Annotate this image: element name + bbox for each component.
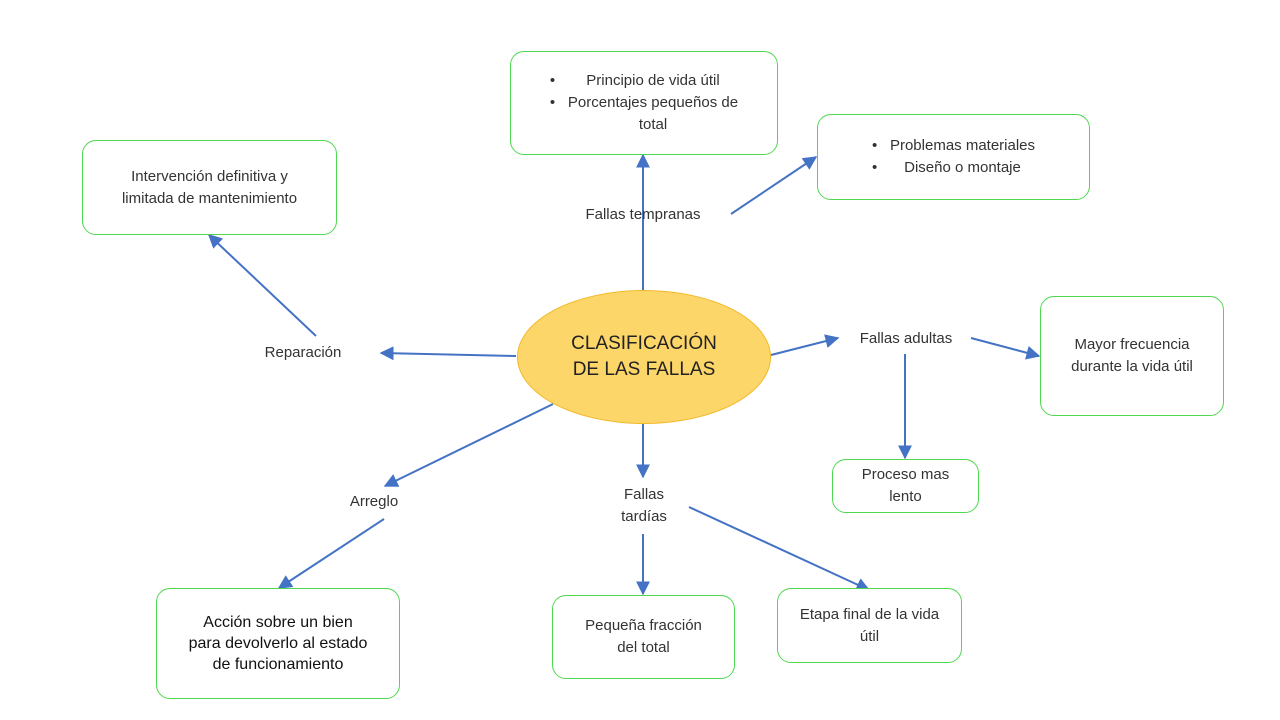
label-fallas-tempranas: Fallas tempranas <box>585 206 701 223</box>
label-fallas-tardias-line-2: tardías <box>621 508 667 525</box>
arrow-fallas-tempranas-to-problemas <box>730 156 818 215</box>
box-intervencion-line-1: Intervención definitiva y <box>131 167 288 185</box>
box-intervencion-definitiva: Intervención definitiva y limitada de ma… <box>82 140 337 235</box>
box-etapa-line-1: Etapa final de la vida <box>799 605 940 623</box>
box-proceso-line-1: Proceso mas <box>861 466 950 483</box>
arrow-arreglo-to-accion <box>277 518 385 589</box>
box-principio-item-2-line-1: Porcentajes pequeños de <box>567 94 739 111</box>
box-mayor-frecuencia-line-1: Mayor frecuencia <box>1074 336 1190 353</box>
box-accion-line-3: de funcionamiento <box>212 656 344 673</box>
box-principio-item-2-line-2: total <box>638 116 668 133</box>
box-pequena-line-1: Pequeña fracción <box>585 617 702 634</box>
box-problemas-materiales: Problemas materiales Diseño o montaje <box>817 114 1090 200</box>
box-proceso-line-2: lento <box>889 488 922 505</box>
central-topic-line-2: DE LAS FALLAS <box>572 359 716 380</box>
label-fallas-tardias: Fallas tardías <box>604 484 684 528</box>
label-arreglo: Arreglo <box>349 493 399 510</box>
box-principio-vida-util: Principio de vida útil Porcentajes peque… <box>510 51 778 155</box>
box-mayor-frecuencia: Mayor frecuencia durante la vida útil <box>1040 296 1224 416</box>
box-problemas-item-2: Diseño o montaje <box>872 157 1035 179</box>
box-etapa-line-2: útil <box>859 627 880 645</box>
arrow-center-to-reparacion <box>379 346 517 361</box>
box-accion-sobre-un-bien: Acción sobre un bien para devolverlo al … <box>156 588 400 699</box>
arrow-fallas-adultas-to-mayor-frecuencia <box>970 337 1041 360</box>
arrow-fallas-tardias-to-etapa <box>688 506 871 592</box>
box-pequena-line-2: del total <box>617 639 670 656</box>
box-intervencion-line-2: limitada de mantenimiento <box>121 189 298 207</box>
label-fallas-adultas: Fallas adultas <box>859 330 953 347</box>
box-proceso-mas-lento: Proceso mas lento <box>832 459 979 513</box>
central-topic: CLASIFICACIÓN DE LAS FALLAS <box>517 290 771 424</box>
box-principio-item-1: Principio de vida útil <box>550 70 738 92</box>
box-accion-line-1: Acción sobre un bien <box>203 614 353 631</box>
label-reparacion: Reparación <box>264 344 342 361</box>
central-topic-line-1: CLASIFICACIÓN <box>571 333 717 354</box>
arrow-reparacion-to-intervencion <box>207 234 317 337</box>
label-fallas-tardias-line-1: Fallas <box>623 486 664 503</box>
arrow-center-to-arreglo <box>383 403 554 487</box>
box-accion-line-2: para devolverlo al estado <box>188 635 368 652</box>
arrow-center-to-fallas-adultas <box>770 334 840 356</box>
box-etapa-final: Etapa final de la vida útil <box>777 588 962 663</box>
box-pequena-fraccion: Pequeña fracción del total <box>552 595 735 679</box>
box-principio-item-2: Porcentajes pequeños de total <box>550 92 738 136</box>
box-problemas-item-1: Problemas materiales <box>872 135 1035 157</box>
box-mayor-frecuencia-line-2: durante la vida útil <box>1071 358 1193 375</box>
